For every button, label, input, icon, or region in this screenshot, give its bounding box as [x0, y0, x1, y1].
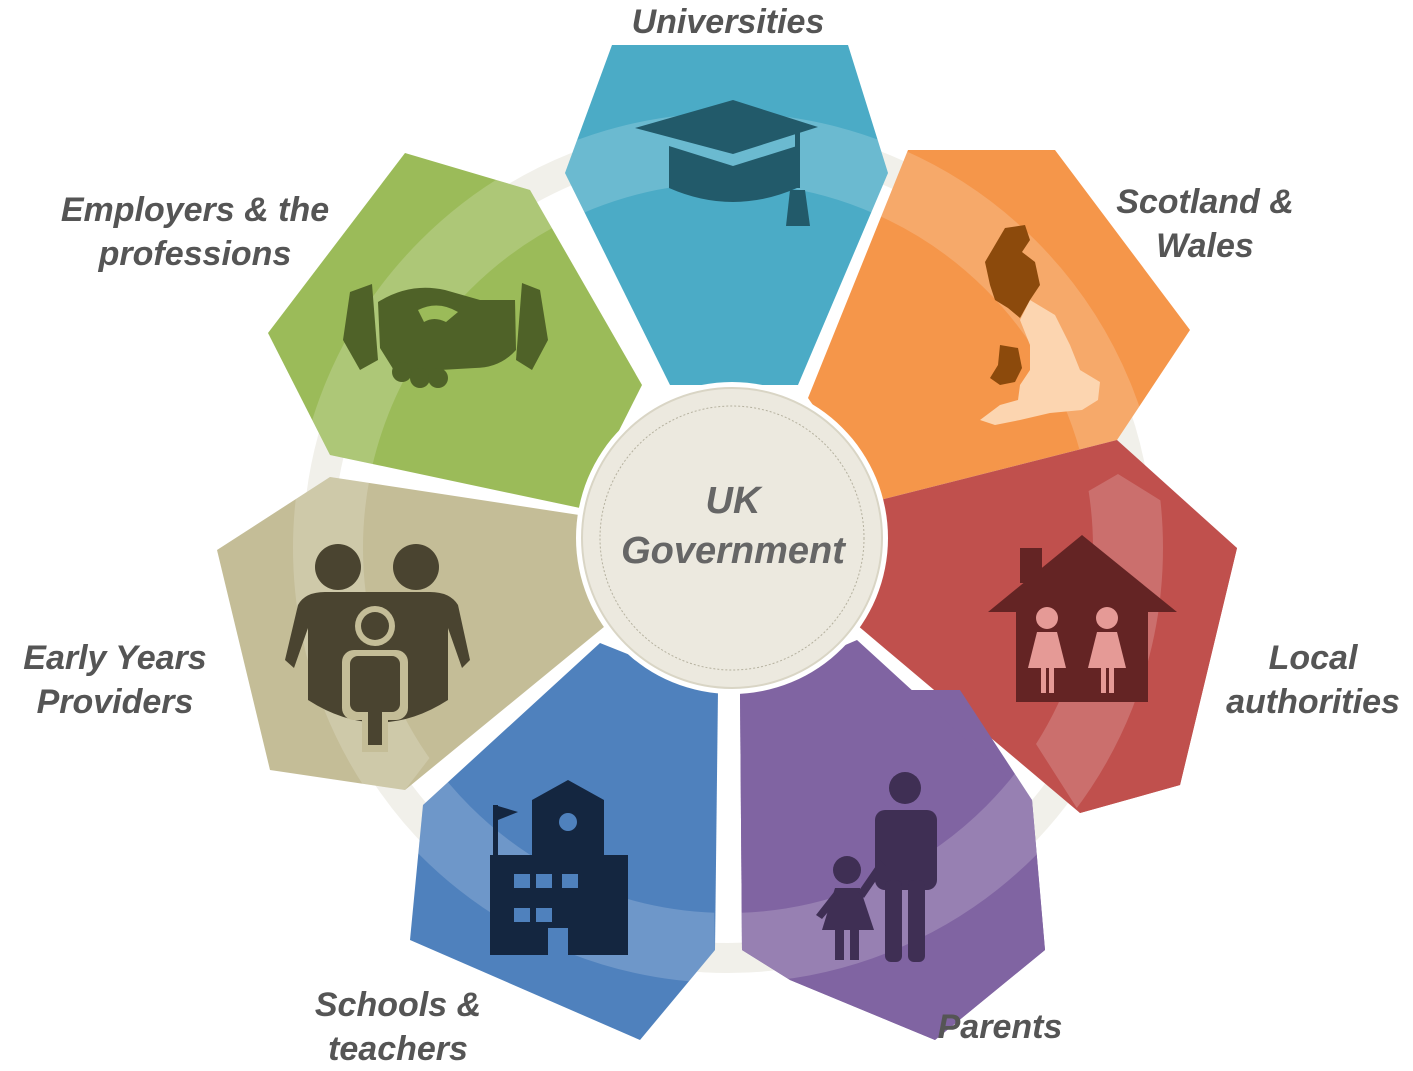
label-early-years: Early Years Providers — [5, 636, 225, 724]
label-parents: Parents — [920, 1005, 1080, 1049]
label-universities-line-1: Universities — [631, 3, 825, 41]
label-local-authorities-line-1: Local — [1268, 639, 1358, 677]
petal-local-authorities — [857, 440, 1237, 813]
label-universities: Universities — [618, 0, 838, 44]
label-schools-teachers-line-2: teachers — [328, 1030, 468, 1068]
petal-schools-teachers — [410, 643, 718, 1040]
center-title: UK Government — [583, 476, 883, 576]
center-title-line-1: UK — [705, 480, 761, 522]
center-title-line-2: Government — [621, 530, 845, 572]
center-hub — [576, 382, 888, 694]
school-building-icon — [490, 780, 628, 955]
petal-scotland-wales — [808, 150, 1190, 500]
label-parents-line-1: Parents — [937, 1008, 1063, 1046]
uk-map-icon — [980, 225, 1100, 425]
label-employers-line-2: professions — [98, 235, 292, 273]
graduation-cap-icon — [635, 100, 818, 226]
parent-child-icon — [816, 772, 937, 962]
label-local-authorities-line-2: authorities — [1226, 683, 1400, 721]
label-schools-teachers-line-1: Schools & — [314, 986, 482, 1024]
petal-employers — [268, 153, 642, 508]
label-schools-teachers: Schools & teachers — [298, 983, 498, 1071]
label-employers: Employers & the professions — [40, 188, 350, 276]
label-scotland-wales-line-1: Scotland & — [1116, 183, 1294, 221]
family-icon — [285, 544, 470, 752]
petal-early-years — [217, 477, 612, 790]
label-early-years-line-1: Early Years — [23, 639, 207, 677]
house-family-icon — [988, 535, 1177, 702]
label-scotland-wales-line-2: Wales — [1156, 227, 1254, 265]
label-local-authorities: Local authorities — [1218, 636, 1408, 724]
handshake-icon — [343, 283, 548, 388]
label-early-years-line-2: Providers — [36, 683, 194, 721]
label-employers-line-1: Employers & the — [60, 191, 330, 229]
petal-parents — [740, 640, 1045, 1040]
label-scotland-wales: Scotland & Wales — [1090, 180, 1320, 268]
petal-universities — [565, 45, 888, 385]
